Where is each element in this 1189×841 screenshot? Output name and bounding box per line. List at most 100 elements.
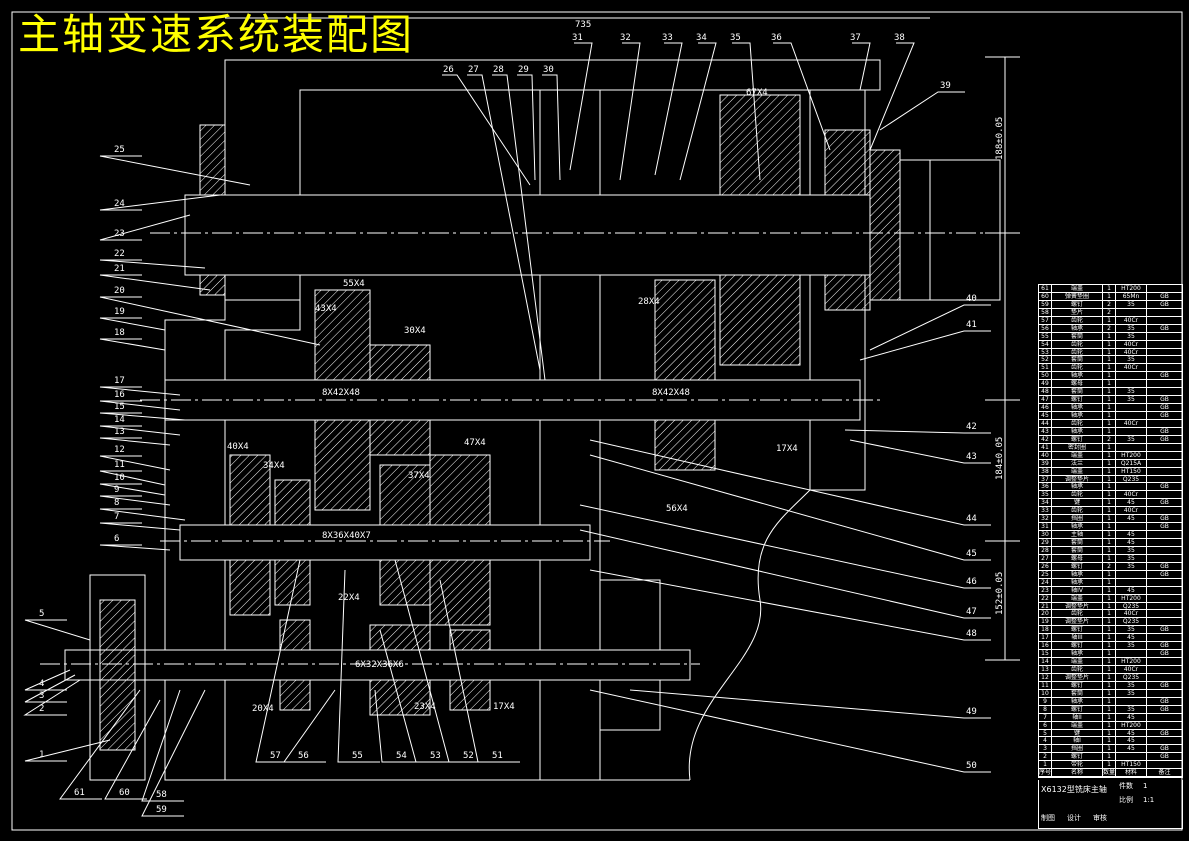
part-callout-33: 33 <box>662 33 673 43</box>
part-callout-42: 42 <box>966 422 977 432</box>
part-no: 19 <box>1039 618 1052 626</box>
part-callout-58: 58 <box>156 790 167 800</box>
part-callout-6: 6 <box>114 534 119 544</box>
spline-label: 6X32X36X6 <box>355 660 404 670</box>
leader-line <box>492 74 546 381</box>
part-callout-54: 54 <box>396 751 407 761</box>
part-name: 密封圈 <box>1052 443 1103 451</box>
part-no: 7 <box>1039 713 1052 721</box>
part-name: 主轴 <box>1052 531 1103 538</box>
part-material <box>1116 650 1147 658</box>
part-no: 33 <box>1039 507 1052 515</box>
part-qty: 1 <box>1103 666 1116 673</box>
part-note <box>1147 452 1182 459</box>
part-note <box>1147 388 1182 395</box>
part-note <box>1147 460 1182 467</box>
part-qty: 1 <box>1103 594 1116 602</box>
leader-line <box>442 74 531 186</box>
part-name: 齿轮 <box>1052 507 1103 515</box>
part-note <box>1147 555 1182 562</box>
part-note <box>1147 658 1182 665</box>
part-qty: 1 <box>1103 523 1116 531</box>
part-name: 轴承 <box>1052 404 1103 411</box>
part-name: 套筒 <box>1052 388 1103 396</box>
part-qty: 1 <box>1103 292 1116 300</box>
part-note <box>1147 420 1182 427</box>
part-material <box>1116 372 1147 380</box>
part-name: 轴IV <box>1052 586 1103 594</box>
design-label: 设计 <box>1067 814 1081 822</box>
part-qty: 1 <box>1103 610 1116 618</box>
part-note: GB <box>1160 396 1169 404</box>
part-callout-14: 14 <box>114 415 125 425</box>
part-callout-56: 56 <box>298 751 309 761</box>
part-material: 40Cr <box>1116 364 1147 372</box>
part-material: Q235 <box>1116 602 1147 610</box>
part-note <box>1147 309 1182 316</box>
part-no: 1 <box>1039 761 1052 769</box>
part-callout-16: 16 <box>114 390 125 400</box>
leader-line <box>141 689 206 817</box>
leader-line <box>879 91 965 131</box>
part-material: 65Mn <box>1116 292 1147 300</box>
part-no: 56 <box>1039 324 1052 332</box>
part-qty: 1 <box>1103 356 1116 364</box>
part-callout-1: 1 <box>39 750 44 760</box>
part-qty: 1 <box>1103 515 1116 523</box>
part-no: 52 <box>1039 356 1052 364</box>
shafts <box>40 194 1000 681</box>
part-material: 35 <box>1116 388 1147 396</box>
part-callout-31: 31 <box>572 33 583 43</box>
part-callout-41: 41 <box>966 320 977 330</box>
part-material: HT200 <box>1116 285 1147 292</box>
part-callout-53: 53 <box>430 751 441 761</box>
part-material: 45 <box>1116 713 1147 721</box>
leader-line <box>99 455 171 471</box>
part-name: 螺母 <box>1052 380 1103 388</box>
leader-line <box>99 194 221 211</box>
leader-line <box>99 296 321 346</box>
part-qty: 1 <box>1103 316 1116 324</box>
part-no: 50 <box>1039 372 1052 380</box>
gear-tooth-label: 55X4 <box>343 279 365 289</box>
part-note <box>1147 690 1182 697</box>
part-note <box>1147 341 1182 348</box>
dim-3: 152±0.05 <box>995 572 1005 615</box>
gear-tooth-label: 67X4 <box>746 88 768 98</box>
part-name: 螺钉 <box>1052 435 1103 443</box>
part-material: HT150 <box>1116 467 1147 475</box>
part-name: 套筒 <box>1052 546 1103 554</box>
part-callout-26: 26 <box>443 65 454 75</box>
part-qty: 1 <box>1103 340 1116 348</box>
part-name: 套筒 <box>1052 539 1103 546</box>
part-material: 40Cr <box>1116 666 1147 673</box>
part-no: 序号 <box>1039 769 1052 777</box>
part-no: 39 <box>1039 459 1052 467</box>
part-callout-60: 60 <box>119 788 130 798</box>
part-note <box>1147 610 1182 617</box>
part-qty: 1 <box>1103 285 1116 292</box>
part-name: 键 <box>1052 499 1103 507</box>
part-callout-32: 32 <box>620 33 631 43</box>
gear-tooth-label: 43X4 <box>315 304 337 314</box>
part-callout-39: 39 <box>940 81 951 91</box>
leader-line <box>99 483 166 496</box>
part-note: GB <box>1160 570 1169 578</box>
part-material <box>1116 404 1147 411</box>
part-qty: 1 <box>1103 443 1116 451</box>
part-material <box>1116 523 1147 531</box>
part-name: 调整垫片 <box>1052 475 1103 483</box>
